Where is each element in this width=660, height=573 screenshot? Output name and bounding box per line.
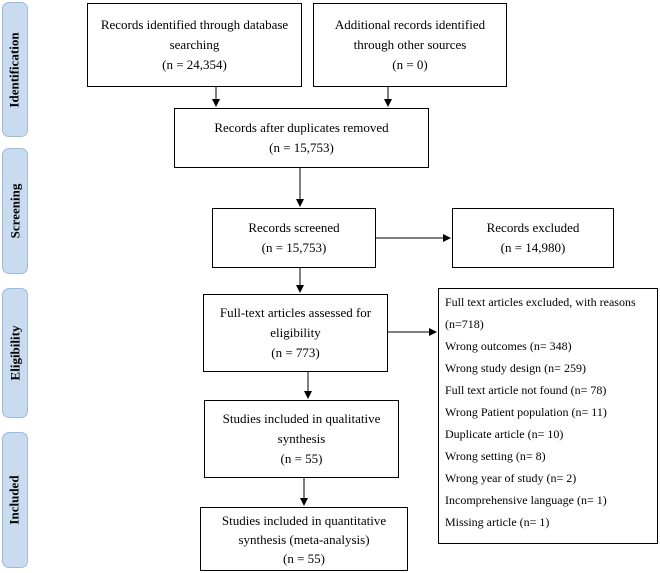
duplicates-removed-box: Records after duplicates removed (n = 15…	[174, 108, 429, 168]
quantitative-synthesis-line1: Studies included in quantitative	[221, 512, 387, 528]
quantitative-synthesis-line2: synthesis (meta-analysis)	[238, 531, 370, 547]
exclusions-title: Full text articles excluded, with reason…	[445, 295, 636, 309]
exclusion-reason: Wrong outcomes (n= 348)	[445, 339, 572, 353]
fulltext-assessed-line2: eligibility	[270, 325, 321, 340]
exclusion-reason: Wrong year of study (n= 2)	[445, 471, 577, 485]
phase-screening: Screening	[2, 148, 28, 274]
exclusion-reason: Duplicate article (n= 10)	[445, 427, 564, 441]
quantitative-synthesis-box: Studies included in quantitative synthes…	[200, 507, 408, 571]
qualitative-synthesis-count: (n = 55)	[280, 451, 323, 466]
fulltext-assessed-line1: Full-text articles assessed for	[219, 305, 372, 320]
database-records-line2: searching	[169, 37, 220, 52]
database-records-box: Records identified through database sear…	[87, 3, 302, 87]
qualitative-synthesis-line2: synthesis	[277, 431, 326, 446]
records-screened-box: Records screened (n = 15,753)	[212, 208, 376, 268]
other-sources-box: Additional records identified through ot…	[313, 3, 507, 87]
database-records-count: (n = 24,354)	[162, 57, 227, 72]
other-sources-count: (n = 0)	[392, 57, 428, 72]
exclusion-reason: Wrong study design (n= 259)	[445, 361, 586, 375]
exclusion-reason: Wrong setting (n= 8)	[445, 449, 546, 463]
phase-included: Included	[2, 432, 28, 568]
exclusion-reason: Incomprehensive language (n= 1)	[445, 493, 607, 507]
quantitative-synthesis-count: (n = 55)	[283, 550, 325, 566]
phase-eligibility: Eligibility	[2, 288, 28, 418]
records-screened-count: (n = 15,753)	[261, 240, 327, 255]
qualitative-synthesis-box: Studies included in qualitative synthesi…	[204, 400, 399, 478]
qualitative-synthesis-line1: Studies included in qualitative	[222, 411, 381, 426]
other-sources-line1: Additional records identified	[334, 17, 486, 32]
phase-identification: Identification	[2, 2, 28, 137]
other-sources-line2: through other sources	[353, 37, 467, 52]
records-excluded-box: Records excluded (n = 14,980)	[452, 208, 614, 268]
fulltext-exclusions-box: Full text articles excluded, with reason…	[438, 288, 658, 544]
fulltext-assessed-box: Full-text articles assessed for eligibil…	[203, 294, 388, 372]
exclusion-reason: Full text article not found (n= 78)	[445, 383, 607, 397]
exclusions-total: (n=718)	[445, 317, 484, 331]
duplicates-removed-count: (n = 15,753)	[269, 140, 334, 155]
records-excluded-label: Records excluded	[486, 220, 580, 235]
exclusion-reason: Missing article (n= 1)	[445, 515, 550, 529]
records-excluded-count: (n = 14,980)	[500, 240, 566, 255]
exclusion-reason: Wrong Patient population (n= 11)	[445, 405, 607, 419]
records-screened-label: Records screened	[248, 220, 340, 235]
fulltext-assessed-count: (n = 773)	[271, 345, 320, 360]
database-records-line1: Records identified through database	[100, 17, 289, 32]
duplicates-removed-label: Records after duplicates removed	[214, 120, 389, 135]
